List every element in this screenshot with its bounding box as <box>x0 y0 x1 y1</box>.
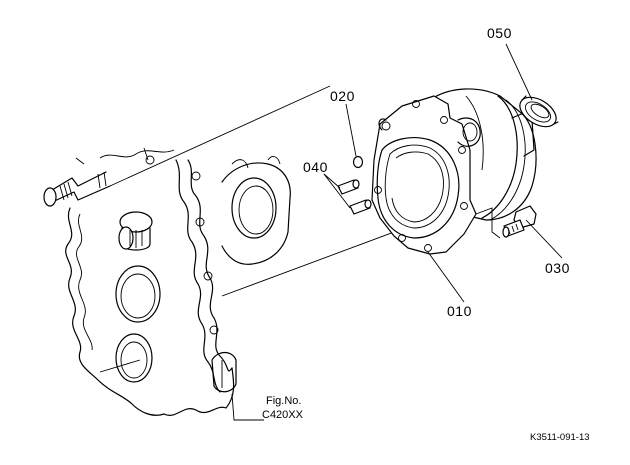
callout-040: 040 <box>303 159 328 175</box>
bolt-030 <box>502 205 537 238</box>
callout-020: 020 <box>330 88 355 104</box>
leader-050 <box>505 43 533 101</box>
leader-040b <box>323 173 351 209</box>
callout-030: 030 <box>545 260 570 276</box>
leader-010 <box>427 251 465 303</box>
o-ring-020 <box>352 155 364 169</box>
assembly-line-shaft <box>109 85 331 187</box>
leader-020 <box>345 103 357 157</box>
callout-050: 050 <box>487 25 512 41</box>
drawing-code: K3511-091-13 <box>530 432 590 443</box>
input-shaft <box>43 171 111 207</box>
figure-label: Fig.No. <box>266 395 301 407</box>
splined-shaft-stub <box>118 211 153 251</box>
figure-number: C420XX <box>262 409 304 421</box>
callout-010: 010 <box>447 303 472 319</box>
assembly-line-lower <box>99 359 141 373</box>
case-bore-openings <box>115 265 161 383</box>
pump-housing-010 <box>371 88 537 255</box>
dowel-pins-040 <box>337 179 372 215</box>
leader-040a <box>323 173 341 189</box>
leader-fig <box>231 393 264 421</box>
transmission-case <box>65 147 291 416</box>
leader-030 <box>525 219 563 259</box>
oil-seal-050 <box>519 95 559 128</box>
